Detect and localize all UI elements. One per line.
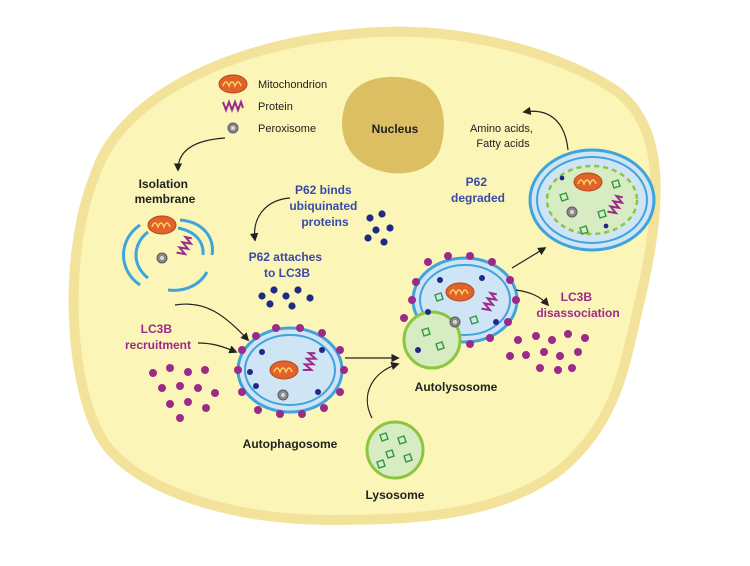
arrow-to-amino-acids <box>522 106 569 151</box>
lc3b-cluster-right <box>506 330 589 374</box>
autolysosome-label: Autolysosome <box>415 380 498 394</box>
legend-peroxisome: Peroxisome <box>258 123 316 135</box>
autolysosome <box>400 252 520 370</box>
autophagosome-label: Autophagosome <box>243 437 338 451</box>
isolation-membrane <box>122 215 215 292</box>
legend-protein: Protein <box>258 101 293 113</box>
legend: Mitochondrion Protein Peroxisome <box>218 74 327 135</box>
lysosome-label: Lysosome <box>366 488 425 502</box>
peroxisome-icon <box>227 122 239 134</box>
arrow-to-isolation <box>173 137 226 172</box>
nucleus <box>342 76 444 174</box>
arrow-to-disassociation <box>515 289 550 307</box>
arrow-p62-binds <box>249 197 291 242</box>
nucleus-label: Nucleus <box>372 122 419 136</box>
lysosome <box>365 420 425 480</box>
p62-degraded-label: P62 degraded <box>451 175 505 205</box>
p62-cluster-upper <box>364 210 394 246</box>
p62-binds-label: P62 binds ubiquinated proteins <box>289 183 360 229</box>
autophagosome <box>234 324 348 418</box>
lc3b-recruitment-label: LC3B recruitment <box>125 322 191 352</box>
degraded-vesicle <box>528 148 656 252</box>
legend-mitochondrion: Mitochondrion <box>258 79 327 91</box>
arrow-to-degraded <box>511 247 547 269</box>
isolation-membrane-label: Isolation membrane <box>135 177 196 206</box>
arrow-to-autophagosome <box>174 303 250 342</box>
arrow-lysosome-up <box>366 361 400 419</box>
p62-cluster-lower <box>258 286 314 310</box>
lc3b-cluster-left <box>149 364 219 422</box>
lc3b-disassociation-label: LC3B disassociation <box>536 290 619 320</box>
p62-attaches-label: P62 attaches to LC3B <box>249 250 326 280</box>
cell-body <box>68 26 661 526</box>
arrow-lc3b-recruitment <box>197 342 238 354</box>
amino-fatty-label: Amino acids, Fatty acids <box>470 123 536 150</box>
mitochondrion-icon <box>218 74 248 94</box>
